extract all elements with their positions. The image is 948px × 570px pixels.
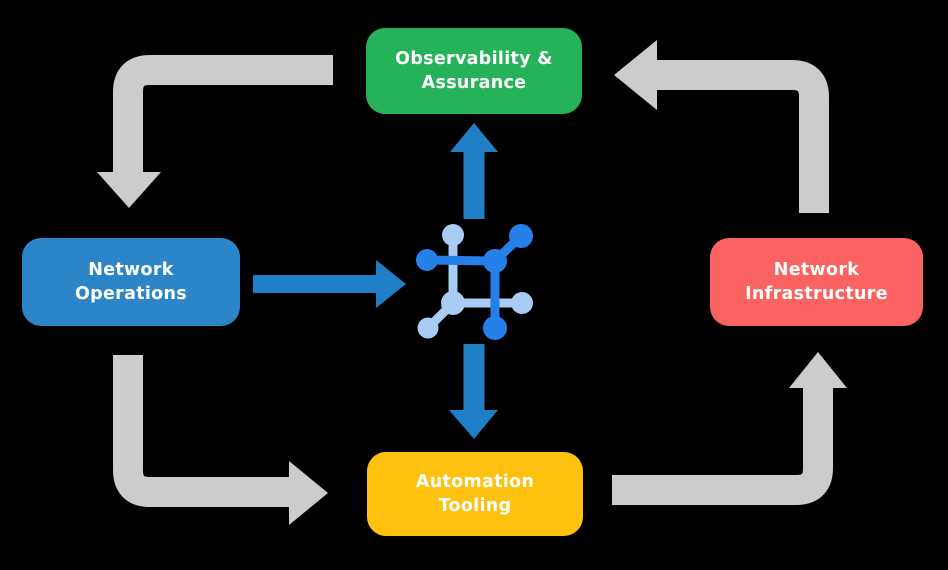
arrow-infrastructure-to-observability [614, 40, 829, 213]
icon-node-bottom-left-corner [441, 291, 465, 315]
icon-node-bottom [483, 316, 507, 340]
arrowhead-right [289, 461, 328, 525]
arrow-center-to-automation [449, 344, 498, 439]
arrowhead-down [449, 410, 498, 439]
arrow-observability-to-operations [97, 55, 333, 208]
node-label: Network Infrastructure [745, 259, 888, 304]
node-network-infrastructure: Network Infrastructure [710, 238, 923, 326]
node-label: Automation Tooling [415, 471, 535, 516]
node-label: Observability & Assurance [395, 48, 553, 93]
arrow-operations-to-automation [113, 355, 328, 525]
arrowhead-left [614, 40, 657, 110]
arrowhead-up [450, 123, 498, 152]
icon-node-top-right-corner [483, 249, 507, 273]
arrow-automation-to-infrastructure [612, 352, 847, 505]
icon-node-top-right [509, 224, 533, 248]
node-automation-tooling: Automation Tooling [367, 452, 583, 536]
node-network-operations: Network Operations [22, 238, 240, 326]
icon-node-bottom-left [417, 317, 439, 339]
network-mesh-icon [416, 224, 533, 340]
icon-node-top [442, 224, 464, 246]
node-observability-assurance: Observability & Assurance [366, 28, 582, 114]
node-label: Network Operations [75, 259, 187, 304]
arrow-center-to-observability [450, 123, 498, 219]
arrowhead-down [97, 172, 161, 208]
icon-node-left [416, 249, 438, 271]
icon-node-right [511, 292, 533, 314]
arrowhead-right [376, 260, 406, 308]
arrowhead-up [789, 352, 847, 388]
arrow-operations-to-center [253, 260, 406, 308]
